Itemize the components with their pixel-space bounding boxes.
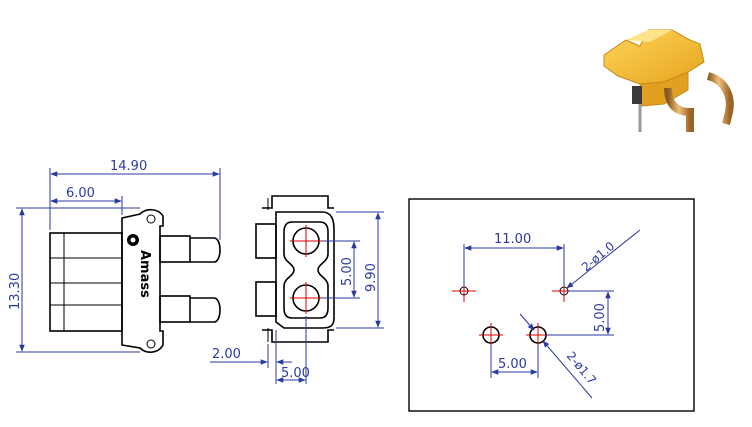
overall-width-dim: 14.90: [110, 159, 147, 174]
front-view: [255, 195, 335, 343]
vertical-offset-dim: 5.00: [593, 303, 608, 332]
connector-photo: [596, 22, 748, 142]
large-hole-spacing-dim: 5.00: [498, 357, 527, 372]
pcb-layout-dimensions: [463, 229, 641, 399]
body-width-dim: 6.00: [66, 186, 95, 201]
pitch-dim: 5.00: [340, 257, 355, 286]
brand-logo-text: Amass: [137, 250, 152, 298]
offset-dim: 2.00: [212, 347, 241, 362]
pin-offset-dim: 5.00: [281, 366, 310, 381]
height-dim: 13.30: [8, 273, 23, 310]
front-height-dim: 9.90: [364, 263, 379, 292]
large-holes-callout: 2-ø1.7: [564, 349, 599, 387]
small-holes-callout: 2-ø1.0: [579, 239, 617, 274]
pcb-layout-frame: [408, 198, 695, 412]
side-view-dimensions: [16, 168, 221, 353]
front-view-dimensions: [210, 211, 384, 384]
side-view: [49, 208, 221, 353]
hole-spacing-dim: 11.00: [494, 232, 531, 247]
